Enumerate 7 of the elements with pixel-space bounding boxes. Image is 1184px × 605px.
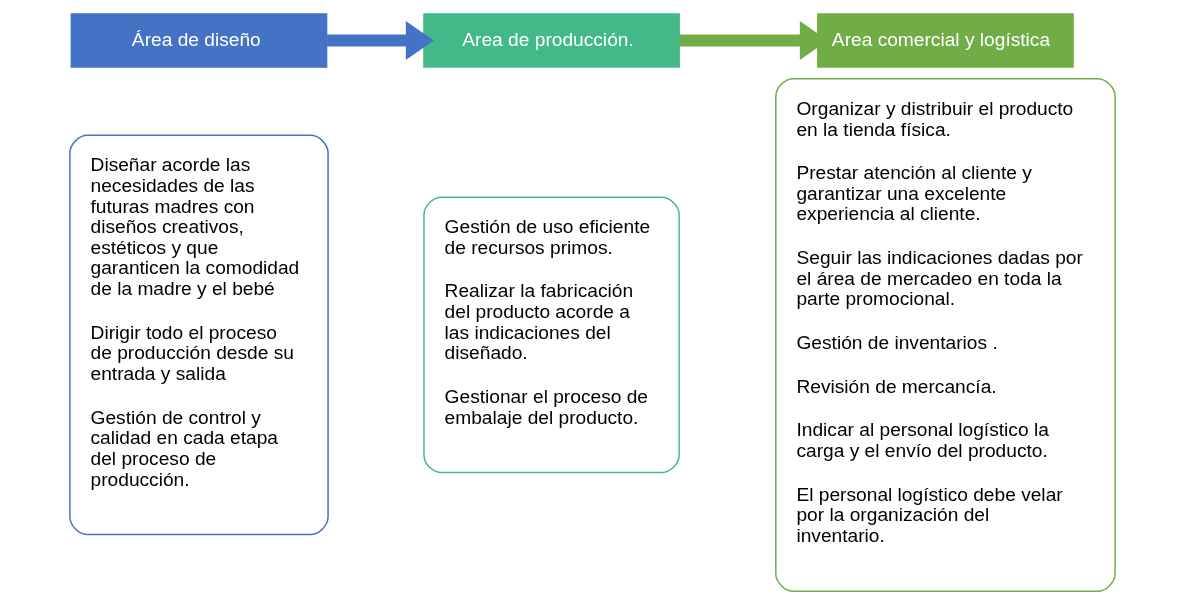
arrow (326, 20, 434, 61)
node-box: Área de diseño (70, 13, 327, 68)
node-box: Gestión de uso eficiente de recursos primos. Realizar la fabricación del producto acorde a las indicaciones del diseñado. Gestionar el proceso de embalaje del producto. (422, 196, 680, 474)
node-box: Area comercial y logística (816, 13, 1074, 68)
node-box: Diseñar acorde las necesidades de las futuras madres con diseños creativos, estéticos y que garanticen la comodidad de la madre y el bebé Dirigir todo el proceso de producción desde su entrada y salida Gestión de control y calidad en cada etapa del proceso de producción. (68, 134, 329, 536)
node-box: Area de producción. (422, 13, 680, 68)
node-box: Organizar y distribuir el producto en la tienda física. Prestar atención al cliente y garantizar una excelente experiencia al cliente. Seguir las indicaciones dadas por el área de mercadeo en toda la parte promocional. Gestión de inventarios . Revisión de mercancía. Indicar al personal logístico la carga y el envío del producto. El personal logístico debe velar por la organización del inventario. (774, 77, 1116, 592)
